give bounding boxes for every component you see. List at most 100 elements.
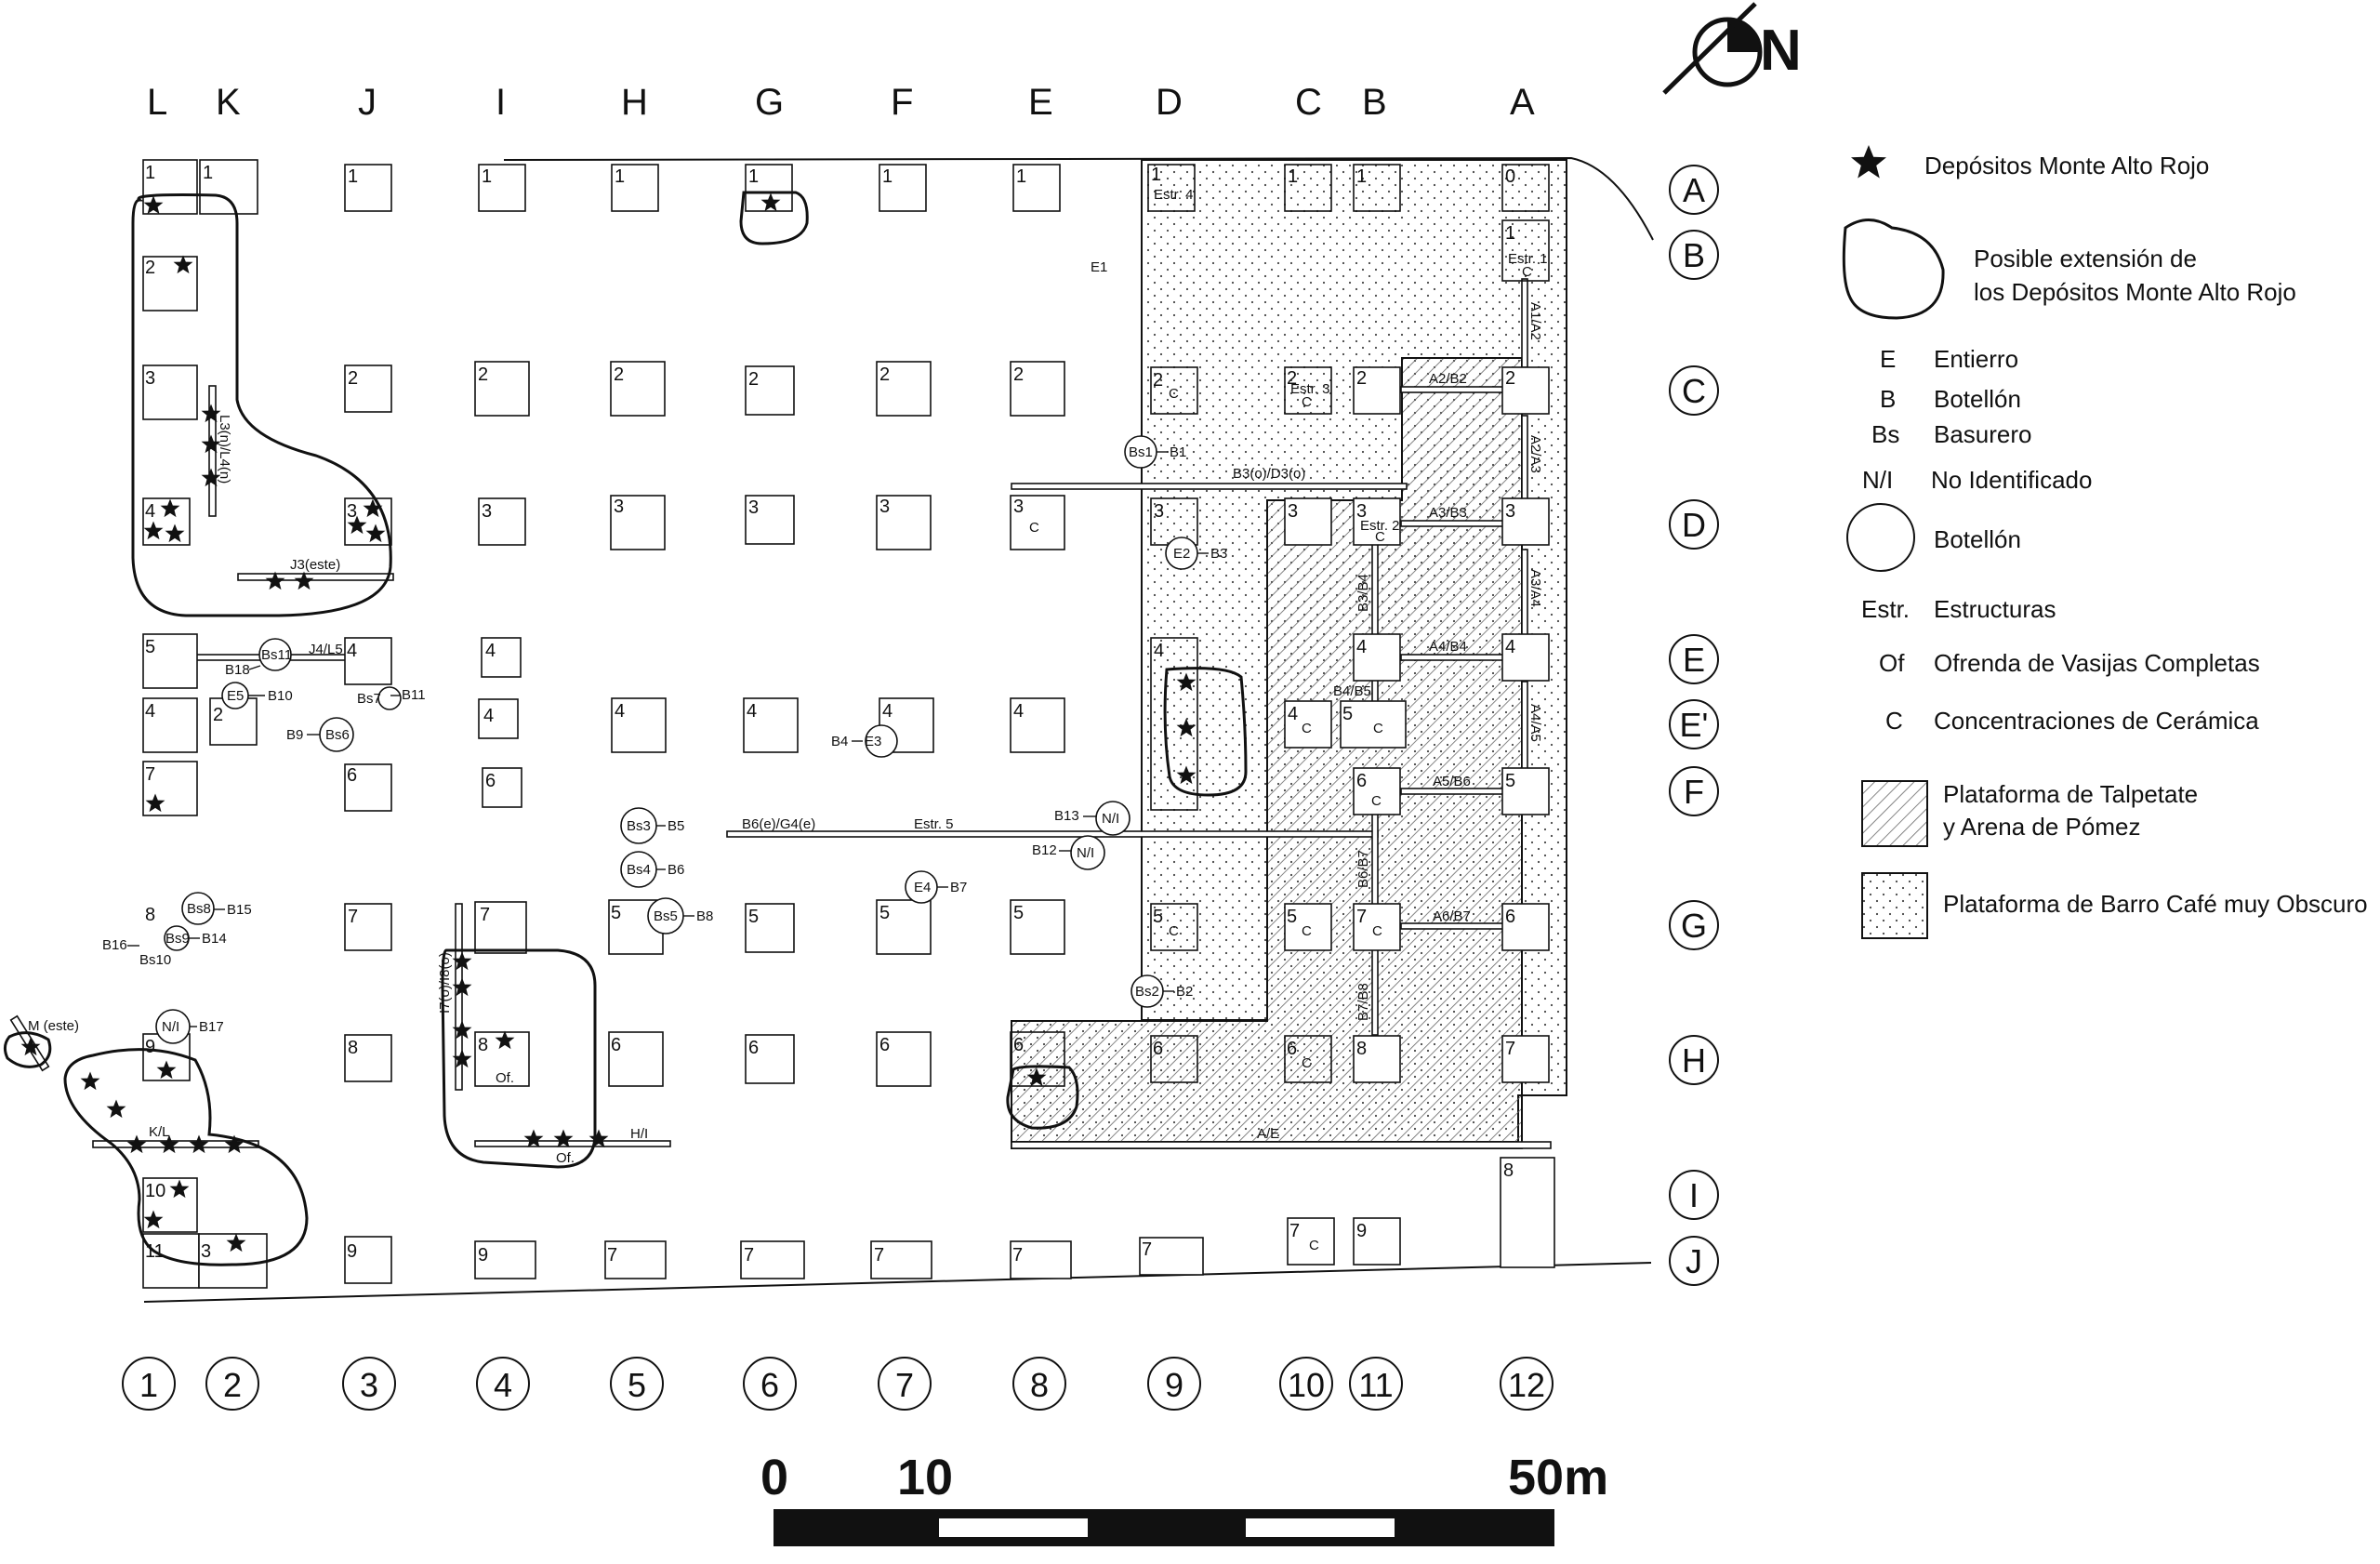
unit-label: 2: [879, 364, 890, 385]
unit-label: 1: [1016, 166, 1026, 187]
column-letter: F: [891, 82, 913, 123]
unit: [610, 495, 666, 550]
unit: [474, 361, 530, 417]
unit-label: 4: [1356, 637, 1367, 657]
extent-outline: [739, 191, 809, 245]
unit: [1010, 495, 1065, 550]
unit: [745, 365, 795, 416]
legend-code-text: Ofrenda de Vasijas Completas: [1934, 649, 2260, 677]
feature-label: B6(e)/G4(e): [742, 816, 815, 832]
unit-label: 4: [882, 701, 892, 722]
unit-label: 2: [1287, 368, 1297, 389]
unit: [1501, 164, 1550, 212]
unit-label: 5: [611, 903, 621, 923]
unit-label: 8: [478, 1035, 488, 1055]
row-letter: F: [1684, 773, 1704, 811]
unit: [344, 763, 392, 812]
column-letter: K: [216, 82, 241, 123]
unit-label: 1: [1356, 166, 1367, 187]
column-number: 10: [1288, 1366, 1325, 1404]
feature-label: B3(o)/D3(o): [1233, 466, 1305, 482]
unit: [1284, 366, 1332, 415]
column-number: 1: [139, 1366, 158, 1404]
unit-label: 6: [611, 1035, 621, 1055]
unit-label: 8: [1356, 1039, 1367, 1059]
unit-note: Of.: [496, 1070, 514, 1086]
unit: [1150, 637, 1198, 811]
column-number: 7: [895, 1366, 914, 1404]
unit-label: 9: [145, 1037, 155, 1057]
unit: [344, 903, 392, 951]
unit: [1287, 1217, 1335, 1266]
trench-label: A2/B2: [1429, 371, 1467, 387]
unit-note: C: [1302, 923, 1312, 939]
unit: [745, 1034, 795, 1084]
feature-circle: [865, 724, 898, 758]
trench-b7-b8: [1371, 946, 1379, 1036]
trench-label: A1/A2: [1527, 302, 1543, 340]
feature-label: B18: [225, 662, 250, 678]
column-number: 11: [1358, 1366, 1393, 1404]
feature-label: N/I: [1102, 811, 1119, 827]
unit-label: 7: [145, 764, 155, 785]
unit-label: 3: [879, 497, 890, 517]
unit: [142, 1233, 200, 1289]
trench-a1-a2: [1521, 278, 1528, 368]
unit-label: 3: [614, 497, 624, 517]
feature-label: B4: [831, 734, 848, 749]
unit-label: 7: [607, 1245, 617, 1266]
unit: [1353, 1035, 1401, 1083]
trench-b6-b7: [1371, 810, 1379, 909]
unit-note: C: [1302, 721, 1312, 736]
unit-label: 6: [1287, 1039, 1297, 1059]
unit: [610, 361, 666, 417]
unit-note: C: [1169, 386, 1179, 402]
extent-outline: [131, 193, 392, 617]
deposit-star: [126, 1134, 147, 1154]
unit: [1353, 903, 1401, 951]
trench-label: B4/B5: [1333, 683, 1371, 699]
legend-code-text: Botellón: [1934, 385, 2021, 413]
row-letter: H: [1682, 1041, 1706, 1080]
legend-star-text: Depósitos Monte Alto Rojo: [1924, 152, 2209, 179]
unit-note: C: [1522, 264, 1532, 280]
unit: [1501, 497, 1550, 546]
column-number: 3: [360, 1366, 378, 1404]
unit-label: 3: [201, 1241, 211, 1262]
unit-label: 9: [347, 1241, 357, 1262]
feature-label: B5: [668, 818, 684, 834]
trench-label: A3/A4: [1527, 569, 1543, 607]
unit: [876, 495, 932, 550]
unit-label: 7: [480, 905, 490, 925]
unit: [1501, 219, 1550, 282]
feature-label: I7(o)/I8(o): [437, 952, 453, 1014]
column-number: 5: [628, 1366, 646, 1404]
unit-note: C: [1375, 529, 1385, 545]
feature-circle: [1095, 801, 1130, 836]
row-letter: A: [1683, 171, 1705, 209]
feature-label: B10: [268, 688, 293, 704]
feature-label: B17: [199, 1019, 224, 1035]
unit: [1284, 903, 1332, 951]
extent-outline: [1163, 667, 1248, 797]
column-number: 6: [760, 1366, 779, 1404]
unit-label: 7: [874, 1245, 884, 1266]
legend-code: N/I: [1862, 466, 1893, 494]
unit-label: 9: [478, 1245, 488, 1266]
feature-label: Bs7: [357, 691, 381, 707]
unit-note: Estr. 2: [1360, 518, 1400, 534]
features: E1 Bs1 B1 E2 B3 Bs2 B2 Bs11 B18 J4/L5 E5…: [28, 259, 1543, 1166]
unit-note: C: [1373, 721, 1383, 736]
unit: [876, 1031, 932, 1087]
unit-label: 2: [1356, 368, 1367, 389]
north-label: N: [1760, 19, 1802, 83]
unit-label: 1: [882, 166, 892, 187]
unit-label: 2: [1153, 370, 1163, 391]
unit-label: 7: [1012, 1245, 1023, 1266]
row-letter: B: [1683, 236, 1705, 274]
unit-label: 2: [1013, 364, 1024, 385]
unit-label: 8: [1503, 1160, 1514, 1181]
legend-star-icon: [1851, 145, 1886, 179]
trench-label: B6/B7: [1355, 850, 1371, 888]
unit-label: 3: [1505, 501, 1515, 522]
